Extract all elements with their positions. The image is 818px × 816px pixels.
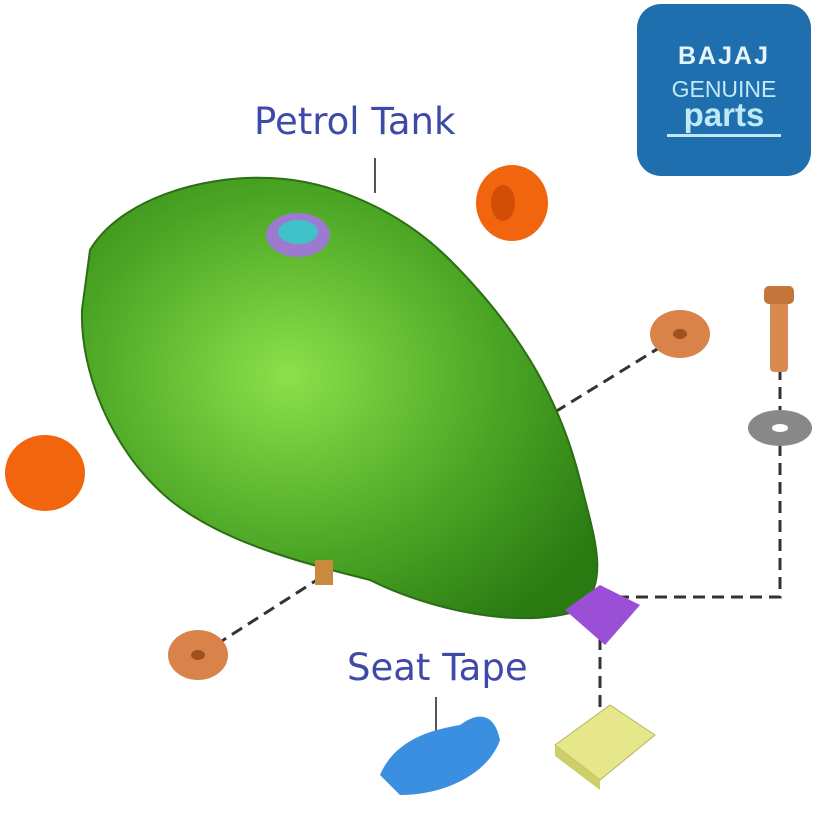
seat-tape-label: Seat Tape xyxy=(347,646,528,689)
bolt xyxy=(770,300,788,372)
seat-tape-shape xyxy=(380,716,500,795)
rubber-pad xyxy=(554,704,656,781)
rubber-cap-left xyxy=(5,435,85,511)
petrol-tank-label: Petrol Tank xyxy=(254,100,456,143)
logo-brand: BAJAJ xyxy=(678,42,770,70)
leader-bolt xyxy=(598,370,782,599)
logo-line1: GENUINE xyxy=(671,76,777,102)
logo-line2: parts xyxy=(683,96,765,133)
bajaj-genuine-parts-logo: BAJAJ GENUINE parts xyxy=(637,4,811,176)
logo-underline xyxy=(667,134,781,137)
bracket xyxy=(565,585,640,645)
petrol-tank-shape xyxy=(80,176,599,620)
tank-mount xyxy=(315,560,333,585)
